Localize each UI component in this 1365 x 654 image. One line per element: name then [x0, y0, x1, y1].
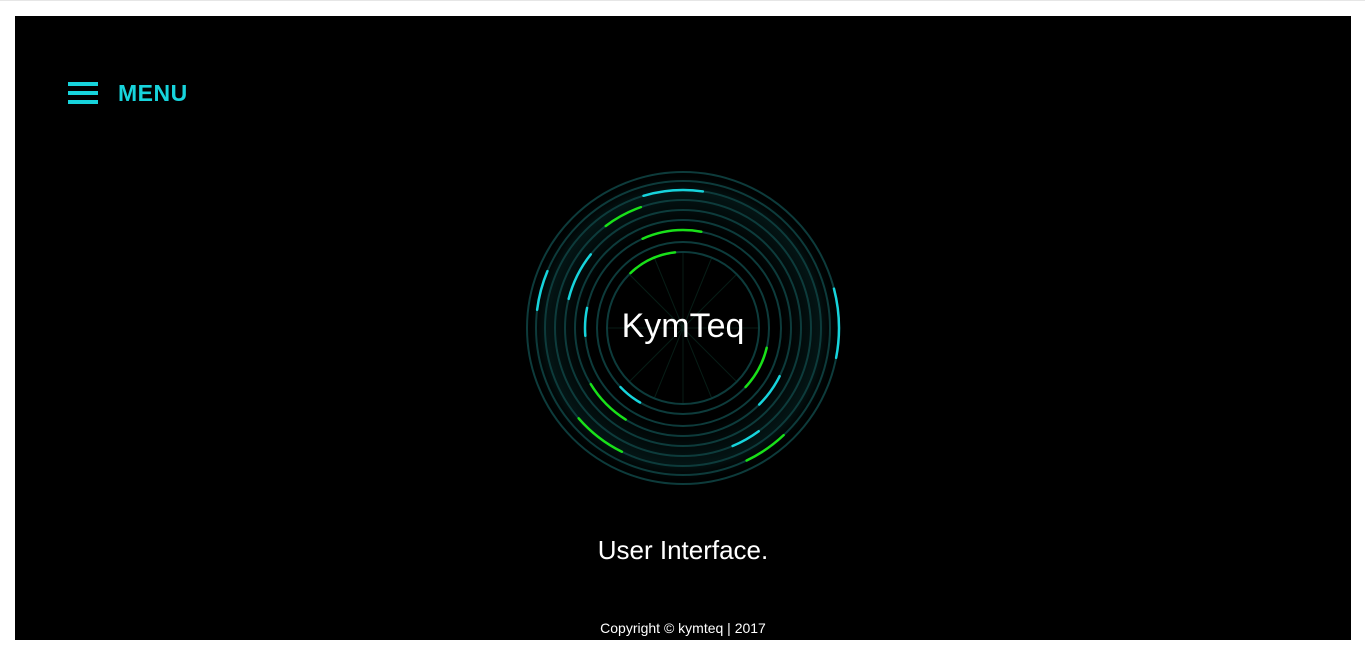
footer-copyright: Copyright © kymteq | 2017	[600, 620, 766, 636]
circular-rings-loader-icon	[523, 168, 843, 488]
hamburger-icon	[68, 82, 98, 104]
hero-tagline: User Interface.	[597, 535, 769, 565]
page-container: MENU	[15, 16, 1351, 640]
menu-label: MENU	[118, 80, 188, 106]
browser-top-border	[0, 0, 1365, 1]
menu-button[interactable]: MENU	[68, 80, 188, 106]
brand-title: KymTeq	[621, 307, 745, 345]
